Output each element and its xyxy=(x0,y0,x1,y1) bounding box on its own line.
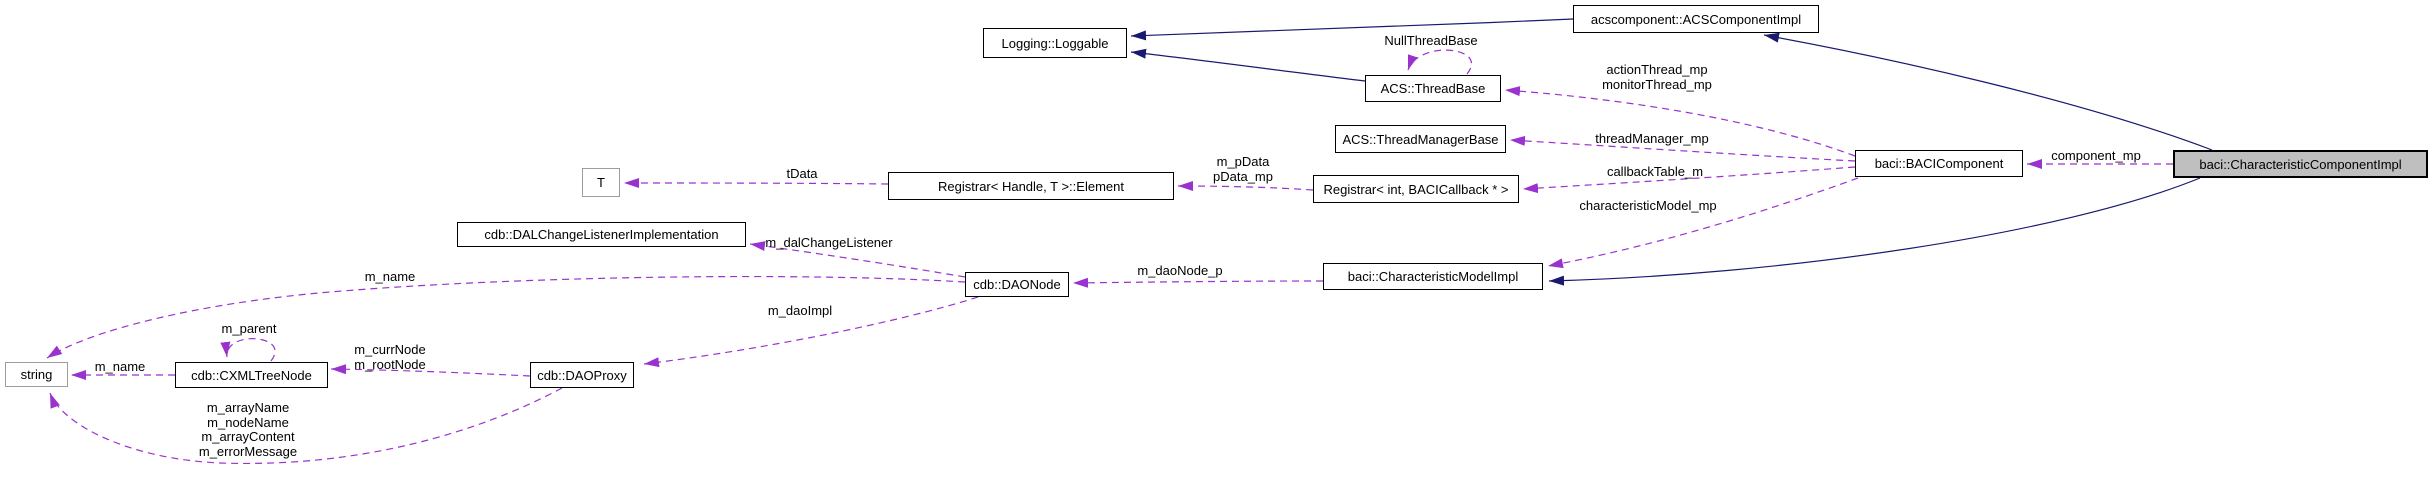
edge-label-m-daonode-p: m_daoNode_p xyxy=(1137,263,1223,278)
edge-label-callbacktable-m: callbackTable_m xyxy=(1606,164,1704,179)
edge-label-m-rootnode: m_rootNode xyxy=(354,356,426,372)
edge-label-mpdata-pdata: m_pData pData_mp xyxy=(1213,154,1273,184)
edge-usage-daonode-string-mname xyxy=(46,275,966,359)
edge-label-actionthread-monitorthread: actionThread_mp monitorThread_mp xyxy=(1602,62,1712,92)
edge-label-m-nodename: m_nodeName xyxy=(207,414,289,430)
node-template-t: T xyxy=(582,168,620,197)
node-cdb-daonode[interactable]: cdb::DAONode xyxy=(965,272,1069,297)
edge-usage-bacicomponent-threadbase xyxy=(1504,86,1856,157)
edge-usage-daonode-daoproxy xyxy=(643,296,979,368)
edge-inherit-characteristiccomponentimpl-acscomponentimpl xyxy=(1763,32,2213,151)
edge-label-pdata-mp: pData_mp xyxy=(1213,168,1273,184)
edge-label-m-arrayname: m_arrayName xyxy=(206,400,290,415)
edge-usage-daoproxy-string-members xyxy=(49,387,563,465)
edge-label-monitorthread-mp: monitorThread_mp xyxy=(1602,76,1712,92)
node-baci-bacicomponent[interactable]: baci::BACIComponent xyxy=(1855,150,2023,177)
node-acs-threadmanagerbase[interactable]: ACS::ThreadManagerBase xyxy=(1335,125,1506,153)
edge-label-string-members: m_arrayName m_nodeName m_arrayContent m_… xyxy=(198,400,298,459)
edge-label-m-arraycontent: m_arrayContent xyxy=(201,429,295,444)
node-cdb-cxmltreenode[interactable]: cdb::CXMLTreeNode xyxy=(175,362,328,388)
edge-usage-daoproxy-cxmltreenode xyxy=(330,364,531,377)
edge-inherit-characteristiccomponentimpl-characteristicmodelimpl xyxy=(1548,177,2201,286)
node-acscomponent-acscomponentimpl[interactable]: acscomponent::ACSComponentImpl xyxy=(1573,5,1819,33)
edge-usage-bacicomponent-threadmanagerbase xyxy=(1509,135,1856,162)
edge-usage-registrarint-registrarelement xyxy=(1177,181,1314,192)
node-baci-characteristicmodelimpl[interactable]: baci::CharacteristicModelImpl xyxy=(1323,263,1543,290)
edge-usage-cxmltreenode-selfloop-mparent xyxy=(220,338,276,362)
node-registrar-handle-t-element[interactable]: Registrar< Handle, T >::Element xyxy=(888,172,1174,200)
edge-usage-registrarelement-t xyxy=(623,178,889,189)
edge-label-m-parent: m_parent xyxy=(221,321,277,336)
edge-label-m-name-daonode: m_name xyxy=(364,269,416,284)
node-logging-loggable[interactable]: Logging::Loggable xyxy=(983,28,1127,58)
edge-inherit-threadbase-loggable xyxy=(1130,48,1366,82)
edge-label-tdata: tData xyxy=(786,166,818,181)
edge-label-mcurrnode-mrootnode: m_currNode m_rootNode xyxy=(354,342,426,372)
edge-label-m-pdata: m_pData xyxy=(1216,154,1270,169)
node-registrar-int-bacicallback[interactable]: Registrar< int, BACICallback * > xyxy=(1313,175,1519,203)
node-acs-threadbase[interactable]: ACS::ThreadBase xyxy=(1365,75,1501,102)
edge-usage-bacicomponent-characteristicmodelimpl xyxy=(1547,177,1859,269)
edge-label-m-name-treenode: m_name xyxy=(94,359,146,374)
edge-usage-bacicomponent-registrarint xyxy=(1522,166,1856,194)
edge-label-nullthreadbase: NullThreadBase xyxy=(1384,33,1478,48)
edge-label-m-dalchangelistener: m_dalChangeListener xyxy=(765,235,893,250)
edge-usage-daonode-dalchangelistenerimpl xyxy=(749,241,966,278)
node-cdb-dalchangelistenerimplementation[interactable]: cdb::DALChangeListenerImplementation xyxy=(457,222,746,247)
node-baci-characteristiccomponentimpl: baci::CharacteristicComponentImpl xyxy=(2173,150,2428,178)
edge-label-component-mp: component_mp xyxy=(2051,148,2141,163)
edge-usage-characteristicmodelimpl-daonode xyxy=(1072,277,1324,288)
edge-label-characteristicmodel-mp: characteristicModel_mp xyxy=(1579,198,1717,213)
edge-label-m-errormessage: m_errorMessage xyxy=(198,443,298,459)
edge-label-m-daoimpl: m_daoImpl xyxy=(767,303,833,318)
edge-inherit-acscomponentimpl-loggable xyxy=(1130,18,1574,41)
edge-usage-threadbase-selfloop-nullthreadbase xyxy=(1407,49,1472,75)
edge-label-actionthread-mp: actionThread_mp xyxy=(1606,62,1708,77)
edge-label-m-currnode: m_currNode xyxy=(354,342,426,357)
node-string: string xyxy=(5,362,68,387)
edge-label-threadmanager-mp: threadManager_mp xyxy=(1595,131,1709,146)
node-cdb-daoproxy[interactable]: cdb::DAOProxy xyxy=(530,362,634,388)
